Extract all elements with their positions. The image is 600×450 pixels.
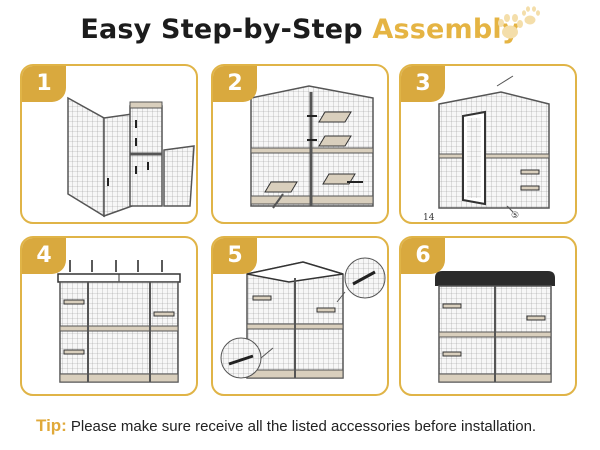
step-number-badge: 2 [213, 66, 257, 102]
step-5-panel: 5 [211, 236, 389, 396]
step-5-illustration [220, 257, 386, 379]
step-card: 1 [20, 64, 198, 224]
title-accent: Assembly [372, 14, 520, 45]
step-4-panel: 4 [20, 236, 198, 396]
step-3-panel: 3 14 ⑤ [399, 64, 577, 224]
tip-text: Tip:Please make sure receive all the lis… [36, 416, 536, 436]
step-number-badge: 1 [22, 66, 66, 102]
page-title: Easy Step-by-Step Assembly [0, 14, 600, 45]
step-6-panel: 6 [399, 236, 577, 396]
step-2-panel: 2 [211, 64, 389, 224]
page-number: 14 [423, 213, 435, 222]
step-number-badge: 4 [22, 238, 66, 274]
step-number-badge: 3 [401, 66, 445, 102]
step-2-illustration [250, 85, 374, 209]
tip-label: Tip: [36, 416, 67, 435]
step-4-illustration [57, 260, 181, 383]
step-number-badge: 6 [401, 238, 445, 274]
tip-message: Please make sure receive all the listed … [70, 418, 537, 435]
step-1-panel: 1 [20, 64, 198, 224]
step-card: 3 14 ⑤ [399, 64, 577, 224]
paw-prints-icon [498, 6, 540, 39]
step-number-badge: 5 [213, 238, 257, 274]
step-6-illustration [435, 271, 555, 383]
callout-label: ⑤ [511, 211, 519, 221]
title-prefix: Easy Step-by-Step [80, 14, 373, 45]
step-card: 4 [20, 236, 198, 396]
step-card: 5 [211, 236, 389, 396]
step-1-illustration [67, 96, 195, 218]
step-card: 6 [399, 236, 577, 396]
step-card: 2 [211, 64, 389, 224]
step-3-illustration: 14 ⑤ [423, 75, 550, 222]
